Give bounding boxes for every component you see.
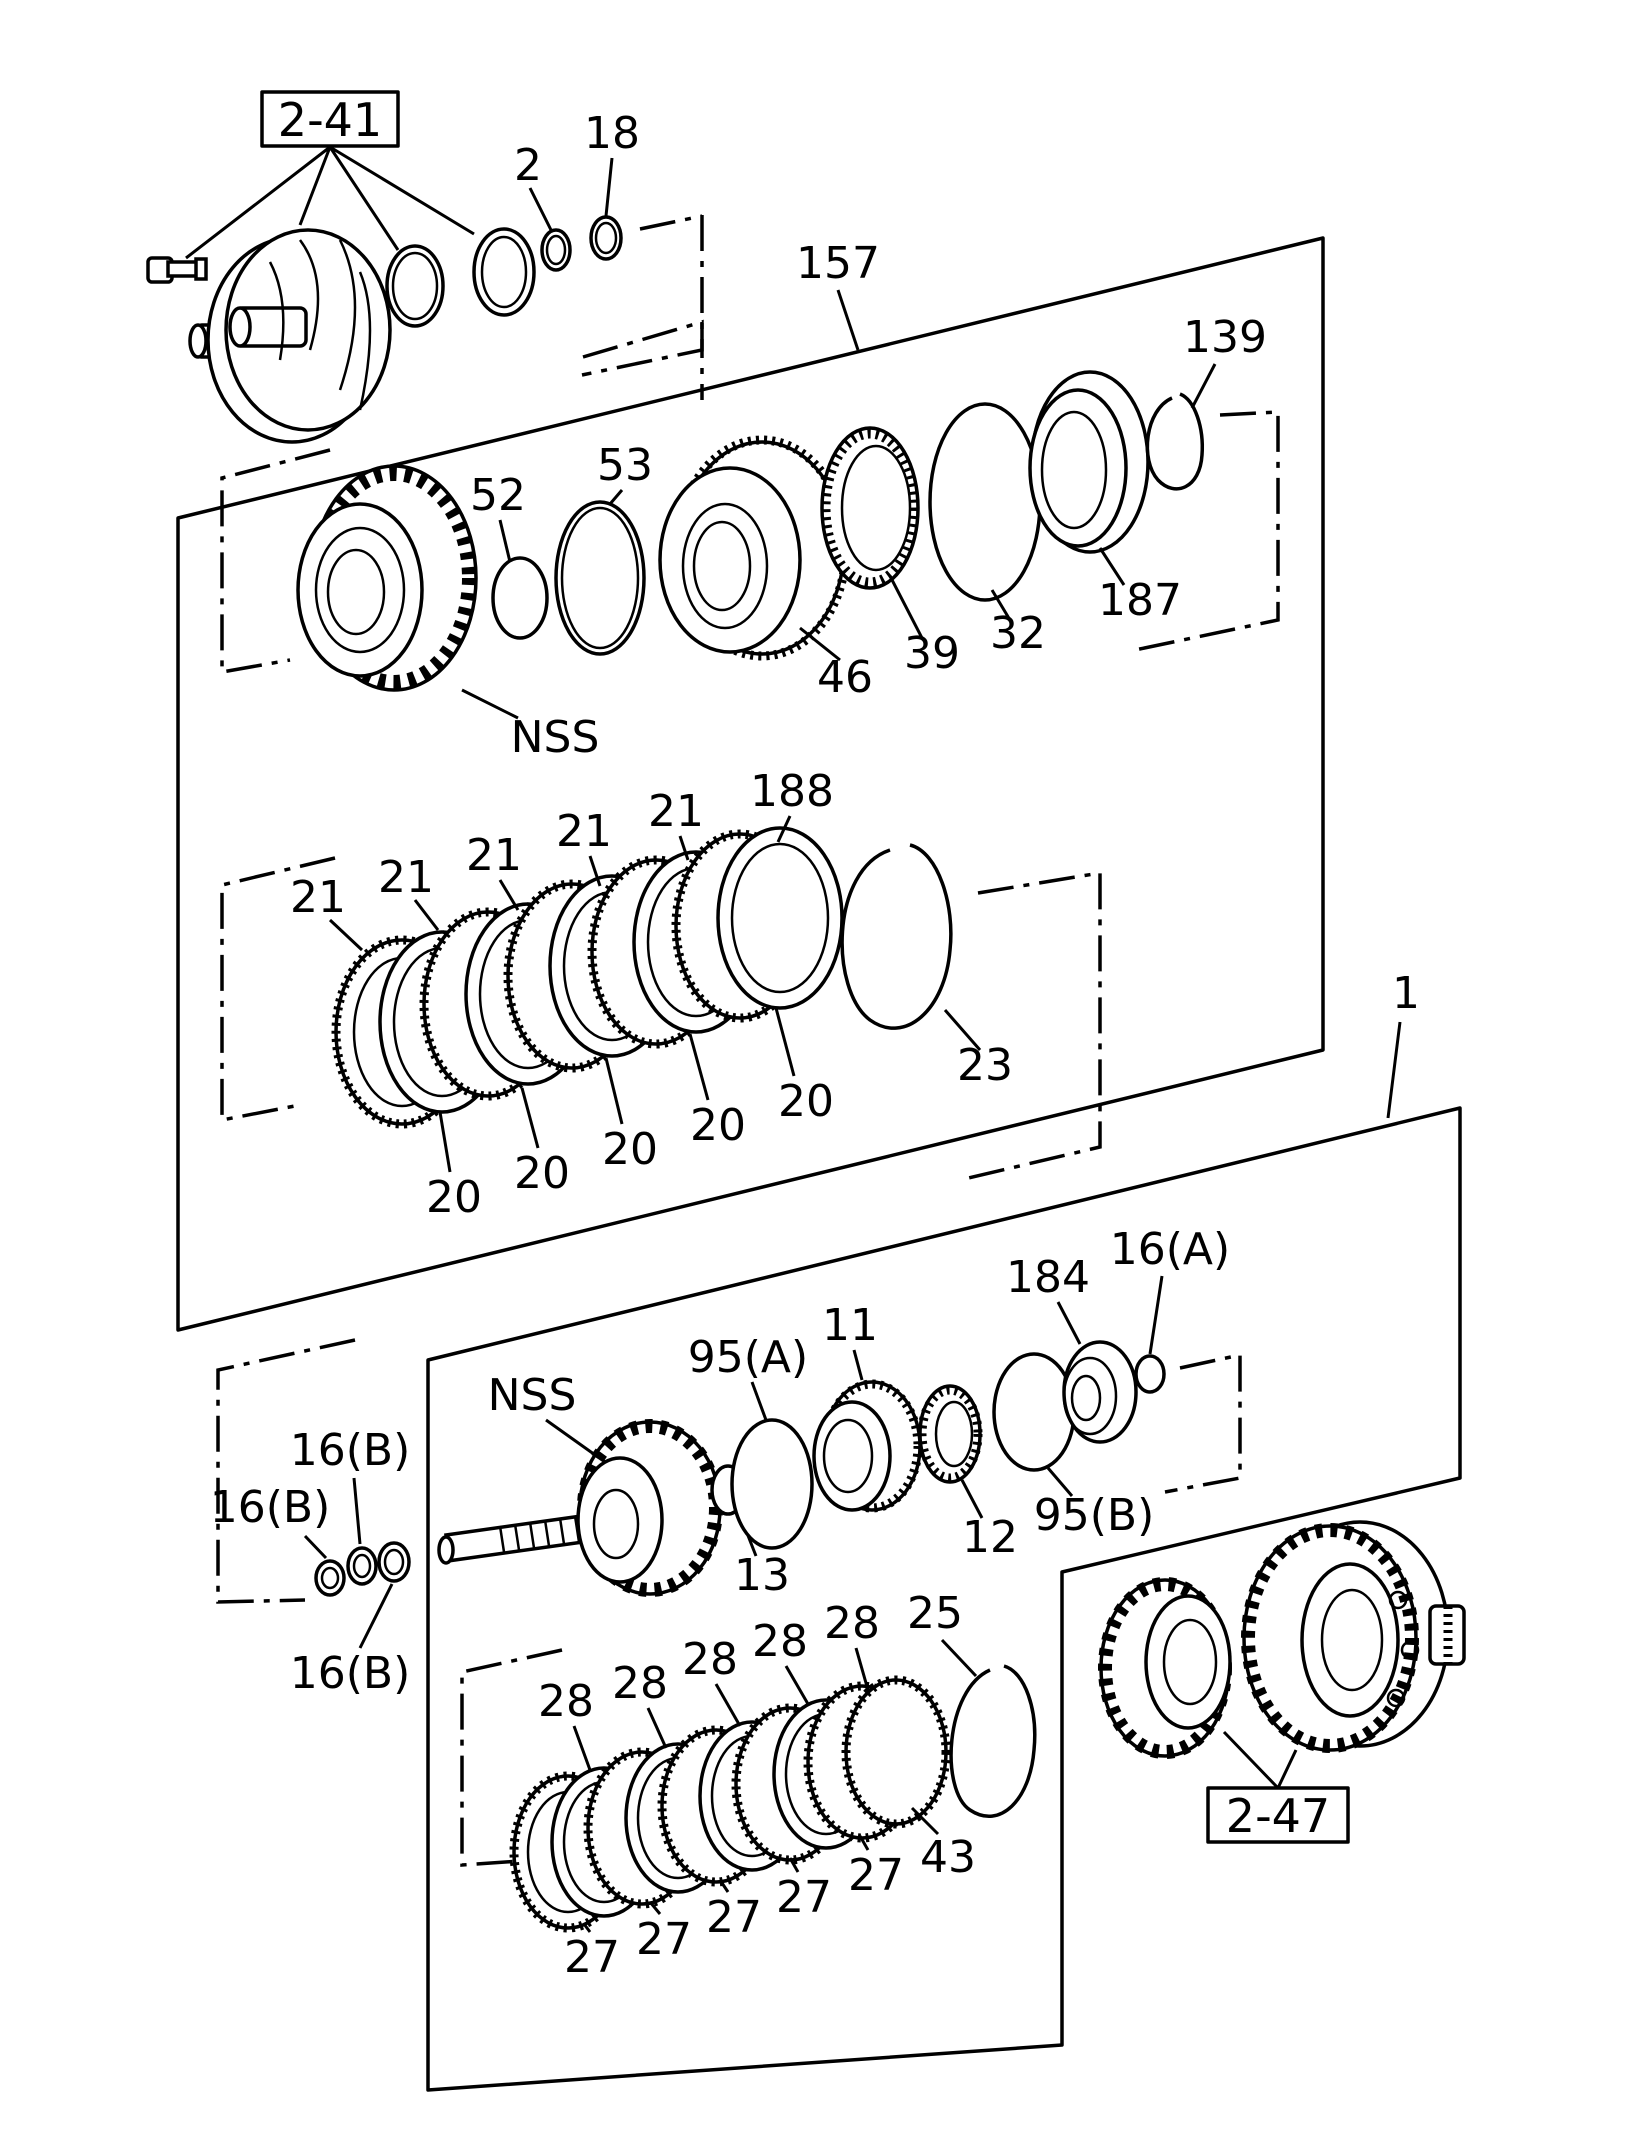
bracket-clutch-1 bbox=[460, 1648, 563, 1867]
callout-28-b: 28 bbox=[612, 1658, 668, 1709]
planet-carrier-a-part bbox=[1098, 1577, 1232, 1759]
callout-1: 1 bbox=[1392, 968, 1420, 1019]
callout-39: 39 bbox=[904, 628, 960, 679]
bracket-piston-group bbox=[220, 448, 331, 675]
callout-28-c: 28 bbox=[682, 1634, 738, 1685]
callout-20-c: 20 bbox=[602, 1124, 658, 1175]
callout-16b-top: 16(B) bbox=[290, 1425, 411, 1476]
callout-27-a: 27 bbox=[564, 1932, 620, 1983]
callout-nss-lower: NSS bbox=[488, 1370, 577, 1421]
clutch-pack-1-part bbox=[509, 1675, 951, 1933]
callout-16b-mid: 16(B) bbox=[210, 1482, 331, 1533]
callout-157: 157 bbox=[796, 238, 880, 289]
callout-27-b: 27 bbox=[636, 1914, 692, 1965]
reference-2-47: 2-47 bbox=[1226, 1789, 1330, 1843]
piston-46-part bbox=[658, 435, 851, 661]
washer-16b-c-part bbox=[377, 1541, 411, 1583]
frame-assembly-1 bbox=[426, 1106, 1462, 2092]
planet-carrier-b-part bbox=[1241, 1520, 1466, 1753]
ring-12-part bbox=[917, 1384, 983, 1484]
callout-95a: 95(A) bbox=[688, 1332, 808, 1383]
callout-20-e: 20 bbox=[778, 1076, 834, 1127]
frame-assembly-157 bbox=[176, 236, 1325, 1332]
clutch-drum-assembly-157: 157 NSS 52 53 46 bbox=[290, 238, 1267, 1223]
callout-20-b: 20 bbox=[514, 1148, 570, 1199]
planetary-gearset-2-47: 2-47 bbox=[1098, 1520, 1466, 1844]
seal-95b-part bbox=[992, 1352, 1076, 1472]
callout-188: 188 bbox=[750, 766, 834, 817]
callout-16a: 16(A) bbox=[1110, 1224, 1230, 1275]
callout-20-a: 20 bbox=[426, 1172, 482, 1223]
callout-25: 25 bbox=[907, 1588, 963, 1639]
dashed-brackets bbox=[216, 214, 1280, 1867]
clutch-pack-157-part bbox=[331, 826, 844, 1129]
snap-ring-139-part bbox=[1145, 392, 1205, 491]
washer-16b-a-part bbox=[314, 1559, 346, 1597]
callout-12: 12 bbox=[962, 1512, 1018, 1563]
callout-21-b: 21 bbox=[378, 852, 434, 903]
callout-187: 187 bbox=[1098, 575, 1182, 626]
callout-21-d: 21 bbox=[556, 806, 612, 857]
reference-2-41: 2-41 bbox=[278, 93, 382, 147]
hub-nss-upper-part bbox=[296, 464, 478, 692]
ring-39-part bbox=[820, 426, 920, 590]
callout-184: 184 bbox=[1006, 1252, 1090, 1303]
callout-2: 2 bbox=[514, 140, 542, 191]
callout-27-c: 27 bbox=[706, 1892, 762, 1943]
ring-b-part bbox=[472, 227, 536, 317]
callout-95b: 95(B) bbox=[1034, 1490, 1155, 1541]
callout-52: 52 bbox=[470, 470, 526, 521]
callout-28-d: 28 bbox=[752, 1616, 808, 1667]
seal-95a-part bbox=[730, 1418, 814, 1550]
seal-32-part bbox=[928, 402, 1042, 602]
callout-32: 32 bbox=[990, 608, 1046, 659]
washer-16b-b-part bbox=[346, 1546, 378, 1586]
callout-21-e: 21 bbox=[648, 786, 704, 837]
oil-pump-assembly: 2-41 2 18 bbox=[146, 90, 640, 444]
snap-ring-23-part bbox=[840, 843, 953, 1030]
callout-27-d: 27 bbox=[776, 1872, 832, 1923]
snap-ring-25-part bbox=[949, 1664, 1037, 1818]
shaft-nss-lower-part bbox=[437, 1419, 723, 1597]
callout-43: 43 bbox=[920, 1832, 976, 1883]
seal-184-part bbox=[1062, 1340, 1138, 1444]
callout-139: 139 bbox=[1183, 312, 1267, 363]
callout-23: 23 bbox=[957, 1040, 1013, 1091]
snap-ring-16a-part bbox=[1134, 1354, 1166, 1394]
callout-nss-upper: NSS bbox=[511, 712, 600, 763]
spring-retainer-187-part bbox=[1028, 370, 1150, 554]
callout-28-e: 28 bbox=[824, 1598, 880, 1649]
callout-46: 46 bbox=[817, 652, 873, 703]
callout-27-e: 27 bbox=[848, 1850, 904, 1901]
bolt-part bbox=[146, 256, 208, 284]
callout-53: 53 bbox=[597, 440, 653, 491]
callout-28-a: 28 bbox=[538, 1676, 594, 1727]
gear-11-part bbox=[812, 1379, 923, 1513]
seal-53-part bbox=[554, 500, 646, 656]
callout-18: 18 bbox=[584, 108, 640, 159]
callout-20-d: 20 bbox=[690, 1100, 746, 1151]
callout-21-a: 21 bbox=[290, 872, 346, 923]
reference-box-2-41 bbox=[260, 90, 400, 148]
bracket-shaft-group bbox=[216, 1338, 356, 1604]
callout-13: 13 bbox=[734, 1550, 790, 1601]
callout-11: 11 bbox=[822, 1300, 878, 1351]
callout-16b-bottom: 16(B) bbox=[290, 1648, 411, 1699]
pump-body-part bbox=[188, 228, 392, 444]
bracket-clutch-157 bbox=[220, 856, 336, 1123]
clutch-drum-assembly-1: 1 16(B) 16(B) 16(B) NSS 13 95(A) bbox=[210, 968, 1420, 1983]
ring-a-part bbox=[385, 244, 445, 328]
assembly-frames bbox=[176, 236, 1462, 2092]
o-ring-52-part bbox=[491, 556, 549, 640]
callout-21-c: 21 bbox=[466, 830, 522, 881]
